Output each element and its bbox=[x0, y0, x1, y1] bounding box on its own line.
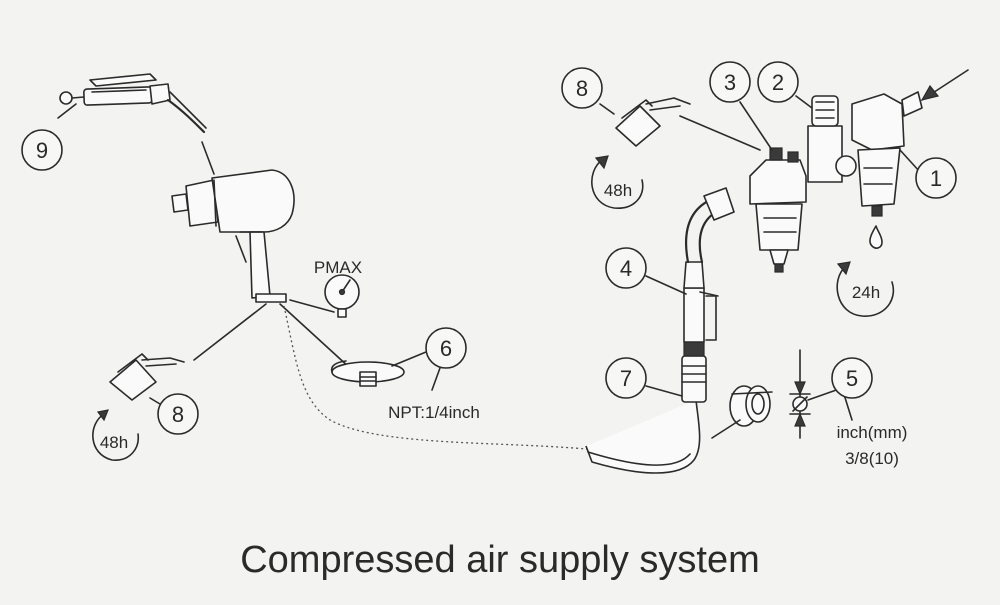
oil-can-top-icon bbox=[615, 97, 691, 147]
grease-gun-icon bbox=[59, 73, 207, 134]
npt-fitting-icon bbox=[330, 360, 405, 387]
impact-wrench-icon bbox=[171, 169, 295, 303]
callout-8-top bbox=[561, 67, 603, 109]
callout-5-label: 5 bbox=[846, 366, 858, 391]
callout-1-label: 1 bbox=[930, 166, 942, 191]
filter-regulator-lubricator-icon bbox=[749, 91, 923, 273]
pressure-gauge-icon bbox=[324, 274, 360, 318]
callout-6 bbox=[425, 327, 467, 369]
callout-6-label: 6 bbox=[440, 336, 452, 361]
top-oil-interval: 48h bbox=[604, 181, 632, 200]
callout-3-label: 3 bbox=[724, 70, 736, 95]
hose-size-label: 3/8(10) bbox=[845, 449, 899, 468]
air-hose-icon bbox=[585, 399, 701, 474]
callout-9-label: 9 bbox=[36, 138, 48, 163]
hose-unit-label: inch(mm) bbox=[837, 423, 908, 442]
rotation-arrow-icon bbox=[92, 409, 139, 461]
left-oil-interval: 48h bbox=[100, 433, 128, 452]
callout-4-label: 4 bbox=[620, 256, 632, 281]
drain-interval: 24h bbox=[852, 283, 880, 302]
callout-7-label: 7 bbox=[620, 366, 632, 391]
hose-section-icon bbox=[729, 385, 773, 427]
callout-1 bbox=[915, 157, 957, 199]
npt-label: NPT:1/4inch bbox=[388, 403, 480, 422]
callout-5 bbox=[831, 357, 873, 399]
callout-8-left bbox=[157, 393, 199, 435]
page-title: Compressed air supply system bbox=[240, 539, 760, 581]
pmax-label: PMAX bbox=[314, 258, 362, 277]
callout-3 bbox=[709, 61, 751, 103]
drain-rotation-arrow-icon bbox=[836, 261, 895, 317]
air-hose-path bbox=[283, 305, 611, 453]
callout-7 bbox=[605, 357, 647, 399]
callout-4 bbox=[605, 247, 647, 289]
callout-2 bbox=[757, 61, 799, 103]
callout-8-top-label: 8 bbox=[576, 76, 588, 101]
dimension-arrow-icon bbox=[789, 349, 811, 439]
oil-can-icon bbox=[109, 353, 185, 401]
top-rotation-arrow-icon bbox=[591, 155, 644, 209]
water-drop-icon bbox=[869, 225, 883, 249]
callout-2-label: 2 bbox=[772, 70, 784, 95]
callout-8-left-label: 8 bbox=[172, 402, 184, 427]
callout-9 bbox=[21, 129, 63, 171]
quick-coupler-icon bbox=[681, 261, 719, 403]
